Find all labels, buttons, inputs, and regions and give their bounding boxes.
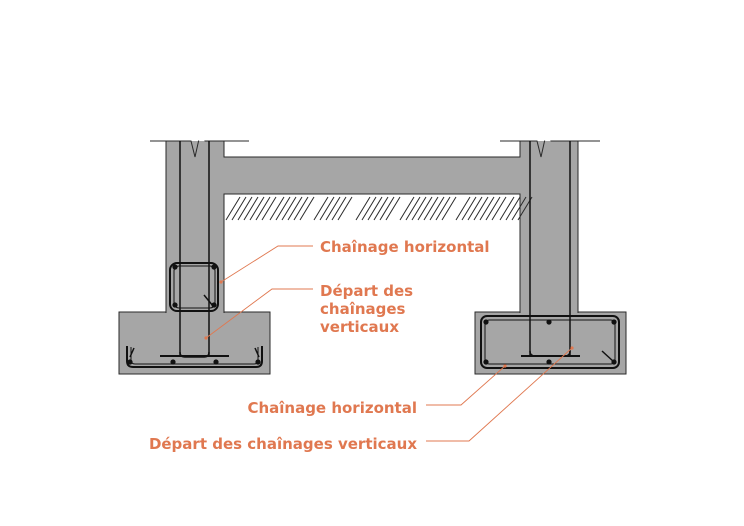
left-footing-rebar: [126, 346, 263, 368]
left-wall: [166, 141, 224, 313]
slab-outline-bottom: [223, 193, 521, 313]
right-break-line: [500, 128, 600, 158]
label-top-vertical-start-line-2: chaînages: [320, 300, 406, 318]
ground-hatch-icon: [225, 196, 533, 221]
left-break-line: [150, 128, 249, 158]
leader-bottom-vertical-start: [426, 347, 573, 442]
label-bottom-ring-beam: Chaînage horizontal: [247, 399, 417, 417]
slab-outline-top: [223, 141, 521, 158]
leader-bottom-ring-beam: [426, 365, 506, 406]
label-top-vertical-start-line-3: verticaux: [320, 318, 400, 336]
label-top-ring-beam: Chaînage horizontal: [320, 238, 490, 256]
label-top-vertical-start: Départ des chaînages verticaux: [320, 282, 413, 336]
left-wall-stirrup: [169, 262, 219, 312]
leader-top-ring-beam: [220, 245, 313, 283]
leader-top-vertical-start: [205, 288, 313, 339]
floor-slab: [224, 157, 520, 194]
label-bottom-vertical-start: Départ des chaînages verticaux: [148, 435, 417, 453]
label-top-vertical-start-line-1: Départ des: [320, 282, 414, 300]
left-footing: [118, 311, 271, 375]
